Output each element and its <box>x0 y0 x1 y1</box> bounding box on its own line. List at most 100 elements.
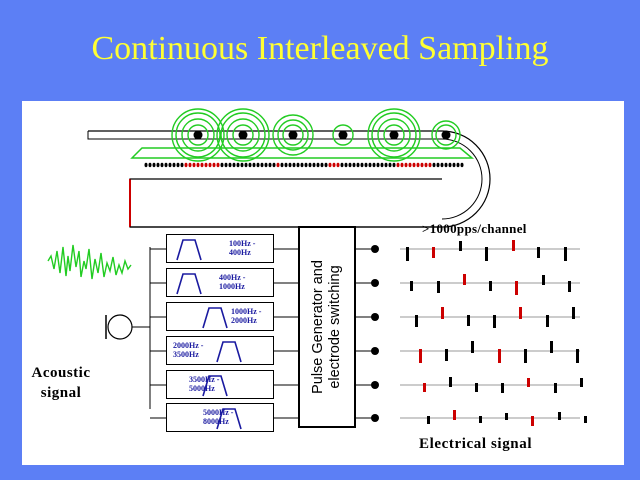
biphasic-pulse <box>406 247 409 261</box>
biphasic-pulse <box>467 315 470 326</box>
electrode-contact <box>412 162 416 168</box>
electric-field-ring <box>220 112 266 158</box>
biphasic-pulse <box>580 378 583 387</box>
electric-field-ring <box>216 108 270 162</box>
electrical-signal-label: Electrical signal <box>419 436 533 452</box>
bandpass-shape-icon <box>202 375 228 397</box>
electrode-contact <box>284 162 288 168</box>
biphasic-pulse <box>527 378 530 387</box>
electrode-contact <box>352 162 356 168</box>
electric-field-ring <box>383 124 405 146</box>
biphasic-pulse <box>471 341 474 353</box>
biphasic-pulse <box>564 247 567 261</box>
electrode-contact <box>392 162 396 168</box>
electric-field-ring <box>371 112 417 158</box>
electrode-contact <box>320 162 324 168</box>
electrode-contact <box>436 162 440 168</box>
electrode-contact <box>424 162 428 168</box>
electrode-contact <box>364 162 368 168</box>
biphasic-pulse <box>554 383 557 393</box>
biphasic-pulse <box>568 281 571 292</box>
biphasic-pulse <box>419 349 422 363</box>
biphasic-pulse <box>423 383 426 392</box>
electrode-contact <box>380 162 384 168</box>
biphasic-pulse <box>550 341 553 353</box>
electrode-contact <box>216 162 220 168</box>
bandpass-curve <box>202 307 228 329</box>
biphasic-pulse <box>410 281 413 291</box>
electrode-contact <box>304 162 308 168</box>
bandpass-filter-box: 100Hz - 400Hz <box>166 234 274 263</box>
biphasic-pulse <box>445 349 448 361</box>
bandpass-shape-icon <box>176 273 202 295</box>
biphasic-pulse <box>531 416 534 426</box>
bandpass-shape-icon <box>202 307 228 329</box>
electrode-contact <box>188 162 192 168</box>
electric-field-ring <box>181 118 215 152</box>
channel-output-node <box>371 347 379 355</box>
biphasic-pulse <box>479 416 482 423</box>
bandpass-filter-box: 2000Hz - 3500Hz <box>166 336 274 365</box>
electrode-contact <box>260 162 264 168</box>
biphasic-pulse <box>584 416 587 423</box>
electrode-contact <box>292 162 296 168</box>
bandpass-curve <box>216 408 242 430</box>
electrode-contact <box>444 162 448 168</box>
biphasic-pulse <box>441 307 444 319</box>
electrode-contact-large <box>389 130 399 140</box>
bandpass-curve <box>216 341 242 363</box>
electrode-contact <box>288 162 292 168</box>
electrode-contact-large <box>238 130 248 140</box>
filter-band-label: 1000Hz - 2000Hz <box>231 307 262 325</box>
biphasic-pulse <box>501 383 504 393</box>
electrode-contact <box>312 162 316 168</box>
bandpass-filter-box: 3500Hz - 5000Hz <box>166 370 274 399</box>
biphasic-pulse <box>524 349 527 363</box>
biphasic-pulse <box>453 410 456 420</box>
biphasic-pulse <box>415 315 418 327</box>
electrode-contact <box>172 162 176 168</box>
filter-band-label: 400Hz - 1000Hz <box>219 273 246 291</box>
electric-field-ring <box>232 124 254 146</box>
biphasic-pulse <box>572 307 575 319</box>
electrode-contact <box>200 162 204 168</box>
electrode-contact <box>432 162 436 168</box>
biphasic-pulse <box>459 241 462 251</box>
electrode-contact <box>148 162 152 168</box>
electrode-contact <box>252 162 256 168</box>
cis-diagram <box>47 108 587 426</box>
biphasic-pulse <box>546 315 549 327</box>
electrode-contact <box>240 162 244 168</box>
electrode-contact <box>440 162 444 168</box>
electrode-contact <box>264 162 268 168</box>
biphasic-pulse <box>576 349 579 363</box>
microphone-icon <box>107 314 133 340</box>
electrode-contact <box>460 162 464 168</box>
electrode-contact <box>324 162 328 168</box>
bandpass-filter-box: 5000Hz - 8000Hz <box>166 403 274 432</box>
electrode-contact <box>236 162 240 168</box>
acoustic-waveform <box>47 244 132 280</box>
electrode-contact <box>212 162 216 168</box>
electrode-contact <box>404 162 408 168</box>
electrode-contact <box>400 162 404 168</box>
bandpass-shape-icon <box>176 239 202 261</box>
electric-field-ring <box>226 118 260 152</box>
electrode-contact <box>396 162 400 168</box>
electrode-contact <box>428 162 432 168</box>
electrode-contact <box>344 162 348 168</box>
electrode-contact <box>372 162 376 168</box>
diagram-panel: Acoustic signal >1000pps/channel Electri… <box>22 101 624 465</box>
bandpass-curve <box>202 375 228 397</box>
carrier-outline <box>130 147 475 159</box>
biphasic-pulse <box>485 247 488 261</box>
bandpass-curve <box>176 273 202 295</box>
electric-field-ring <box>377 118 411 152</box>
channel-output-node <box>371 313 379 321</box>
filter-band-label: 2000Hz - 3500Hz <box>173 341 204 359</box>
electrode-contact <box>420 162 424 168</box>
channel-output-node <box>371 279 379 287</box>
electrode-contact <box>408 162 412 168</box>
electric-field-ring <box>175 112 221 158</box>
electrode-contact <box>272 162 276 168</box>
